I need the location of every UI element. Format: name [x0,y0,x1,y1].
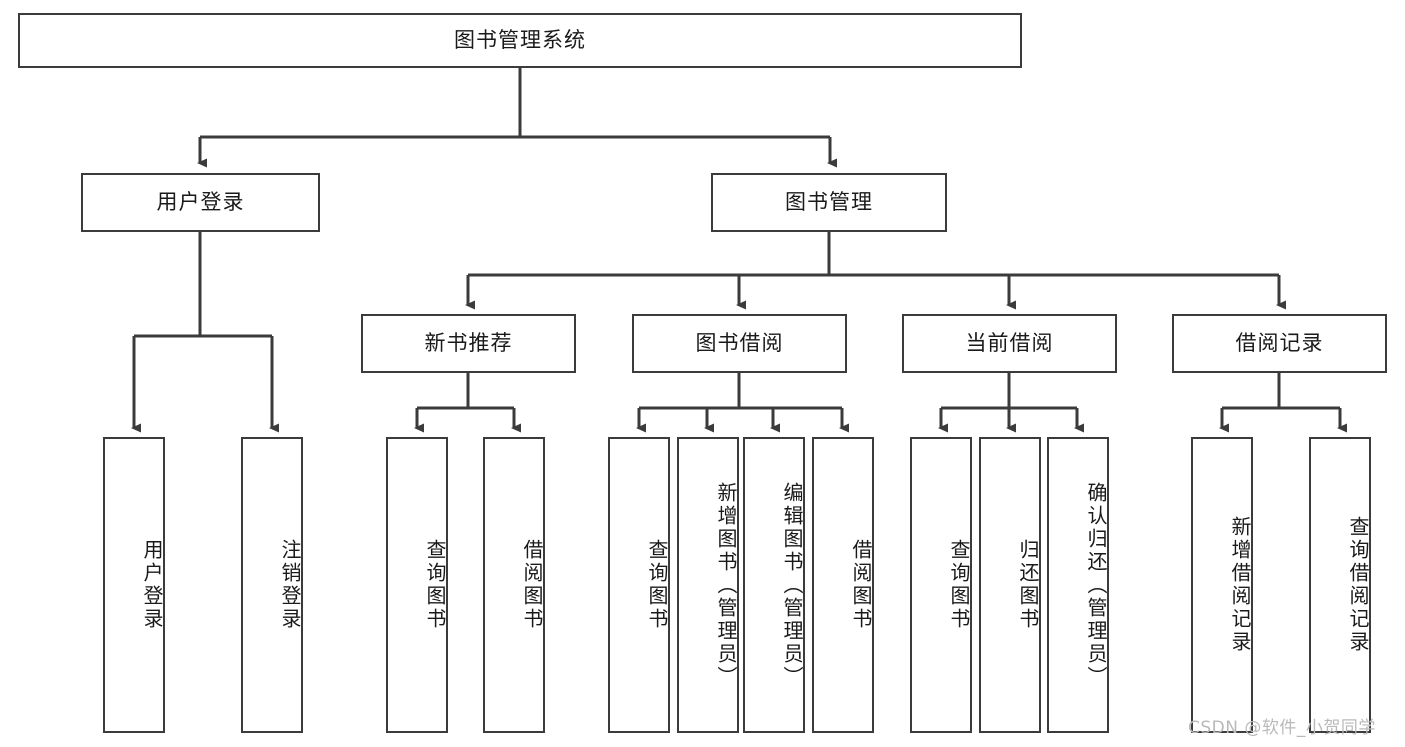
node-current-borrow-label: 当前借阅 [965,330,1054,355]
leaf-borrow-book-2[interactable]: 借阅图书 [812,437,874,733]
leaf-query-book-3-label: 查询图书 [947,539,971,631]
leaf-query-book-1-label: 查询图书 [423,539,447,631]
leaf-query-book-2[interactable]: 查询图书 [608,437,670,733]
leaf-query-book-1[interactable]: 查询图书 [386,437,448,733]
node-book-borrow-label: 图书借阅 [695,330,784,355]
leaf-borrow-book-1-label: 借阅图书 [520,539,544,631]
watermark: CSDN @软件_小贺同学 [1188,718,1376,738]
leaf-add-record-label: 新增借阅记录 [1228,516,1252,654]
leaf-edit-book-label: 编辑图书（管理员） [780,481,804,689]
leaf-confirm-return[interactable]: 确认归还（管理员） [1047,437,1109,733]
leaf-user-logout-label: 注销登录 [278,539,302,631]
node-new-book-rec[interactable]: 新书推荐 [361,314,576,373]
leaf-query-record-label: 查询借阅记录 [1346,516,1370,654]
node-root-label: 图书管理系统 [454,27,586,52]
leaf-user-login-label: 用户登录 [140,539,164,631]
node-book-manage[interactable]: 图书管理 [711,173,947,232]
leaf-confirm-return-label: 确认归还（管理员） [1084,481,1108,689]
node-book-borrow[interactable]: 图书借阅 [632,314,847,373]
leaf-return-book-label: 归还图书 [1016,539,1040,631]
node-borrow-record-label: 借阅记录 [1235,330,1324,355]
node-book-manage-label: 图书管理 [785,189,873,214]
node-user-login[interactable]: 用户登录 [81,173,320,232]
leaf-return-book[interactable]: 归还图书 [979,437,1041,733]
leaf-query-book-3[interactable]: 查询图书 [910,437,972,733]
node-root[interactable]: 图书管理系统 [18,13,1022,68]
leaf-query-record[interactable]: 查询借阅记录 [1309,437,1371,733]
node-borrow-record[interactable]: 借阅记录 [1172,314,1387,373]
leaf-query-book-2-label: 查询图书 [645,539,669,631]
node-new-book-rec-label: 新书推荐 [424,330,513,355]
leaf-borrow-book-2-label: 借阅图书 [849,539,873,631]
leaf-borrow-book-1[interactable]: 借阅图书 [483,437,545,733]
leaf-user-logout[interactable]: 注销登录 [241,437,303,733]
node-user-login-label: 用户登录 [156,189,245,214]
leaf-add-book[interactable]: 新增图书（管理员） [677,437,739,733]
leaf-add-record[interactable]: 新增借阅记录 [1191,437,1253,733]
node-current-borrow[interactable]: 当前借阅 [902,314,1117,373]
leaf-edit-book[interactable]: 编辑图书（管理员） [743,437,805,733]
leaf-add-book-label: 新增图书（管理员） [714,481,738,689]
leaf-user-login[interactable]: 用户登录 [103,437,165,733]
